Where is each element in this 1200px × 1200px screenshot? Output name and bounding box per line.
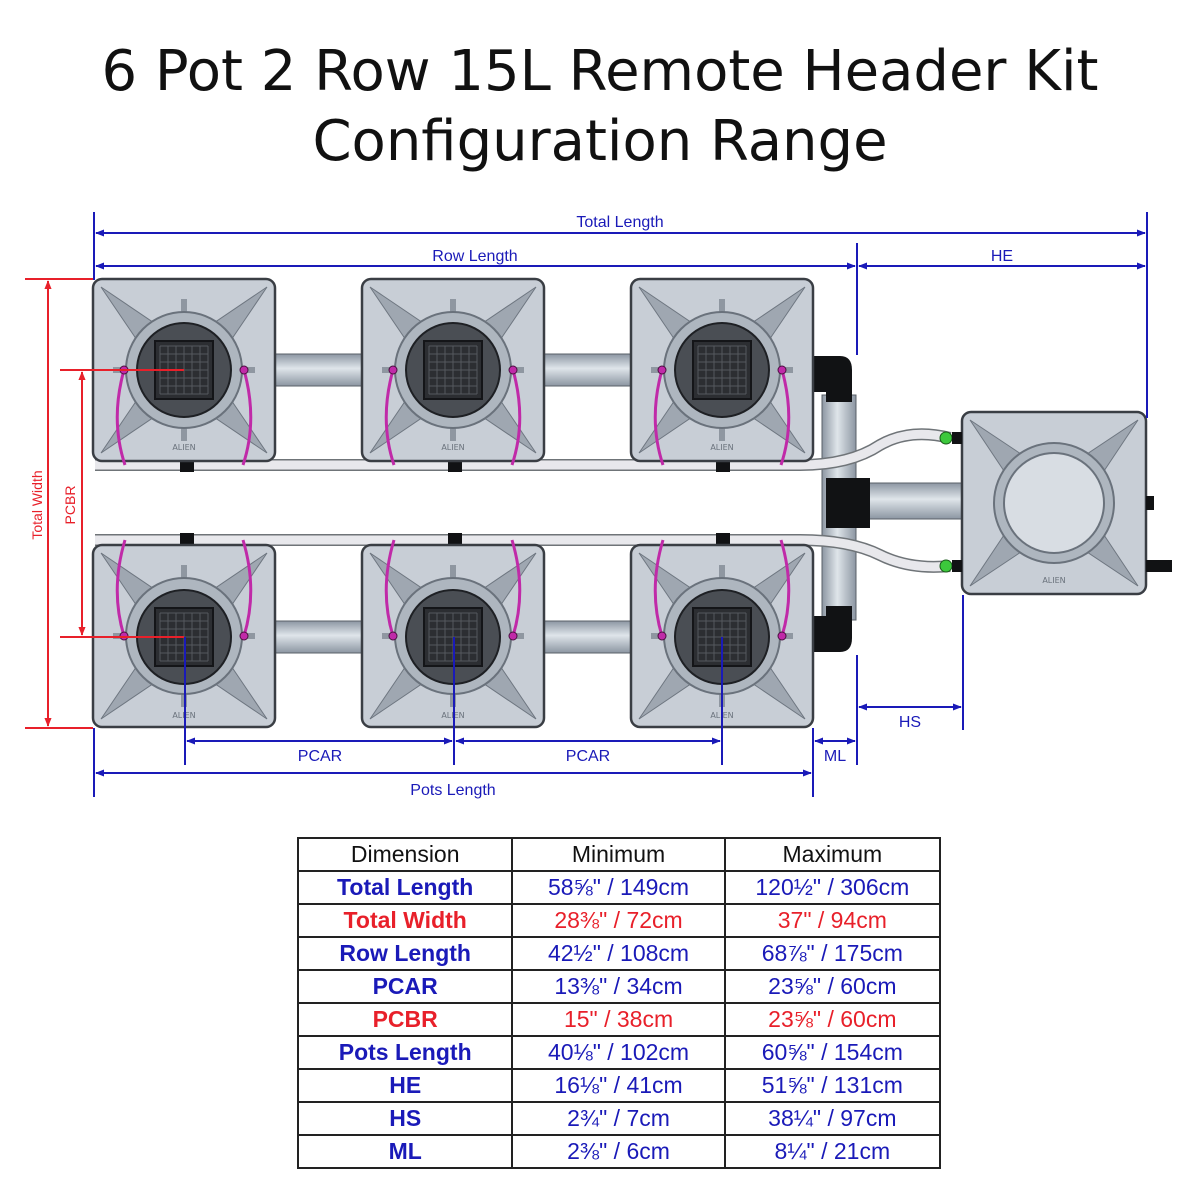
pcbr-label: PCBR [62, 486, 78, 525]
maximum-cell: 120½" / 306cm [723, 870, 942, 905]
connector-pipe [269, 353, 371, 387]
total-width-label: Total Width [29, 470, 45, 539]
dimension-cell: PCAR [296, 969, 514, 1004]
column-header-maximum: Maximum [723, 837, 942, 872]
header-tank [960, 410, 1172, 596]
header-feed-pipe [861, 482, 967, 520]
dimension-cell: Pots Length [296, 1035, 514, 1070]
tee-fitting [826, 478, 870, 528]
kit-layout-diagram: ALIEN ALIEN ALIEN ALIEN ALIEN ALIEN ALIE… [25, 212, 1172, 799]
maximum-cell: 23⅝" / 60cm [723, 1002, 942, 1037]
elbow-fitting-bottom [812, 606, 852, 652]
pot-brand-text: ALIEN [441, 443, 464, 452]
minimum-cell: 2⅜" / 6cm [511, 1134, 726, 1169]
minimum-cell: 28⅜" / 72cm [511, 903, 726, 938]
pcar-label-1: PCAR [298, 748, 342, 765]
minimum-cell: 40⅛" / 102cm [511, 1035, 726, 1070]
pcar-label-2: PCAR [566, 748, 610, 765]
row-length-label: Row Length [432, 248, 517, 265]
page-title-line-2: Configuration Range [312, 109, 888, 174]
maximum-cell: 38¼" / 97cm [723, 1101, 942, 1136]
dimension-cell: Total Length [296, 870, 514, 905]
pots-length-label: Pots Length [410, 782, 495, 799]
pot-brand-text: ALIEN [172, 443, 195, 452]
maximum-cell: 68⅞" / 175cm [723, 936, 942, 971]
column-header-minimum: Minimum [511, 837, 726, 872]
minimum-cell: 16⅛" / 41cm [511, 1068, 726, 1103]
minimum-cell: 15" / 38cm [511, 1002, 726, 1037]
minimum-cell: 42½" / 108cm [511, 936, 726, 971]
maximum-cell: 8¼" / 21cm [723, 1134, 942, 1169]
page-title-line-1: 6 Pot 2 Row 15L Remote Header Kit [101, 39, 1099, 104]
hs-label: HS [899, 714, 921, 731]
maximum-cell: 23⅝" / 60cm [723, 969, 942, 1004]
table-header-row: Dimension Minimum Maximum [296, 837, 942, 872]
minimum-cell: 13⅜" / 34cm [511, 969, 726, 1004]
dimension-cell: ML [296, 1134, 514, 1169]
elbow-fitting-top [812, 356, 852, 402]
column-header-dimension: Dimension [296, 837, 514, 872]
connector-pipe [538, 620, 640, 654]
pot-brand-text: ALIEN [1042, 576, 1065, 585]
connector-pipe [538, 353, 640, 387]
connector-pipe [269, 620, 371, 654]
pot-brand-text: ALIEN [710, 443, 733, 452]
ml-label: ML [824, 748, 846, 765]
minimum-cell: 2¾" / 7cm [511, 1101, 726, 1136]
maximum-cell: 51⅝" / 131cm [723, 1068, 942, 1103]
maximum-cell: 60⅝" / 154cm [723, 1035, 942, 1070]
dimension-cell: HE [296, 1068, 514, 1103]
he-label: HE [991, 248, 1013, 265]
dimension-cell: Total Width [296, 903, 514, 938]
total-length-label: Total Length [576, 214, 663, 231]
maximum-cell: 37" / 94cm [723, 903, 942, 938]
minimum-cell: 58⅝" / 149cm [511, 870, 726, 905]
dimension-cell: HS [296, 1101, 514, 1136]
dimension-cell: PCBR [296, 1002, 514, 1037]
dimension-cell: Row Length [296, 936, 514, 971]
